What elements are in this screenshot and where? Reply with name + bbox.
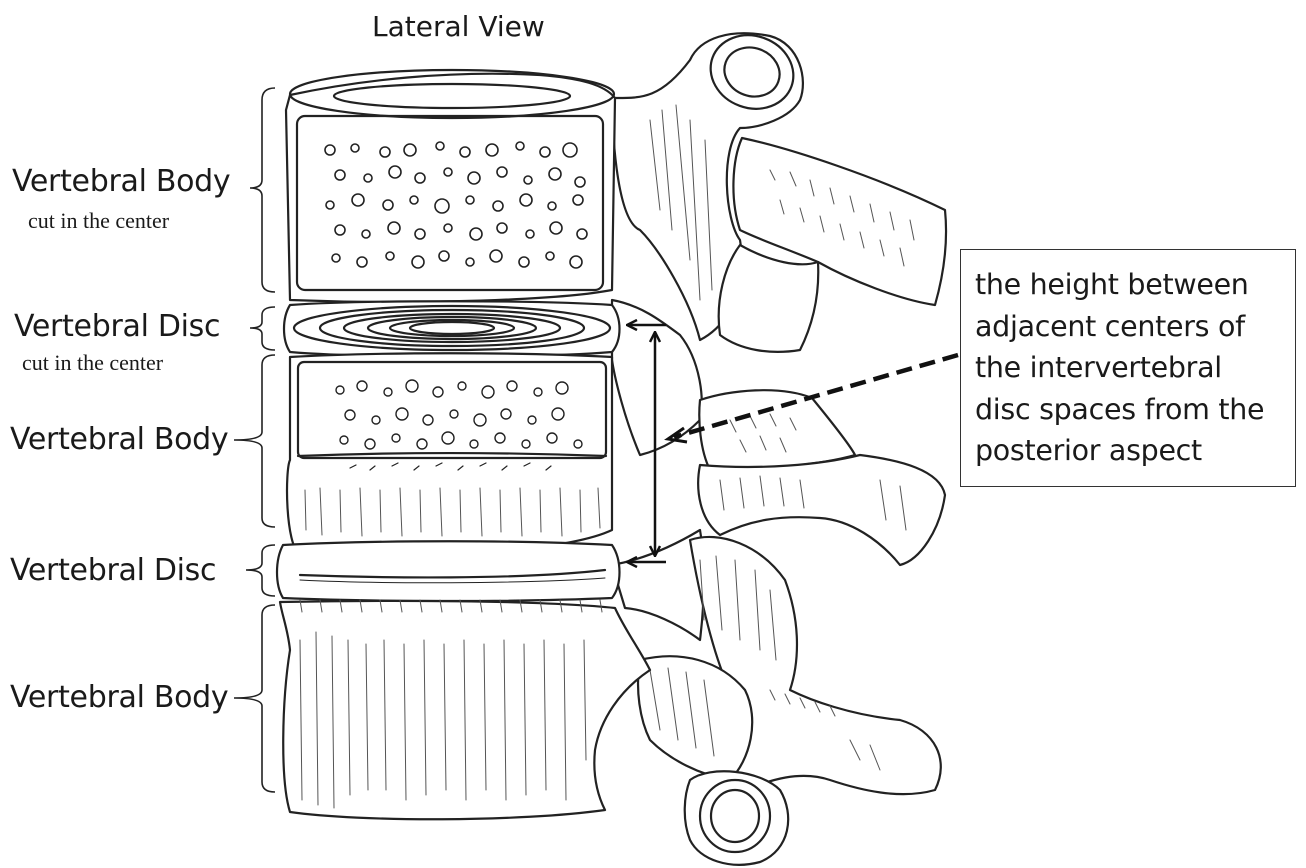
vertebral-body-mid <box>287 353 612 556</box>
label-vertebral-body-top: Vertebral Body <box>12 164 230 199</box>
vertebral-disc-top <box>284 301 620 356</box>
annotation-box: the height between adjacent centers of t… <box>960 249 1296 487</box>
annotation-line: the height between <box>975 264 1295 306</box>
label-vertebral-body-top-sub: cut in the center <box>28 208 169 234</box>
annotation-line: posterior aspect <box>975 430 1295 472</box>
annotation-line: adjacent centers of <box>975 306 1295 348</box>
posterior-elements <box>612 24 946 865</box>
label-vertebral-disc-top: Vertebral Disc <box>14 309 220 344</box>
annotation-line: disc spaces from the <box>975 389 1295 431</box>
diagram-title: Lateral View <box>372 10 545 43</box>
annotation-line: the intervertebral <box>975 347 1295 389</box>
label-vertebral-body-mid: Vertebral Body <box>10 422 228 457</box>
label-vertebral-body-bottom: Vertebral Body <box>10 680 228 715</box>
label-brackets <box>234 88 275 792</box>
vertebral-body-top <box>286 70 615 302</box>
label-vertebral-disc-top-sub: cut in the center <box>22 350 163 376</box>
vertebral-disc-bottom <box>277 541 620 601</box>
label-vertebral-disc-bottom: Vertebral Disc <box>10 553 216 588</box>
